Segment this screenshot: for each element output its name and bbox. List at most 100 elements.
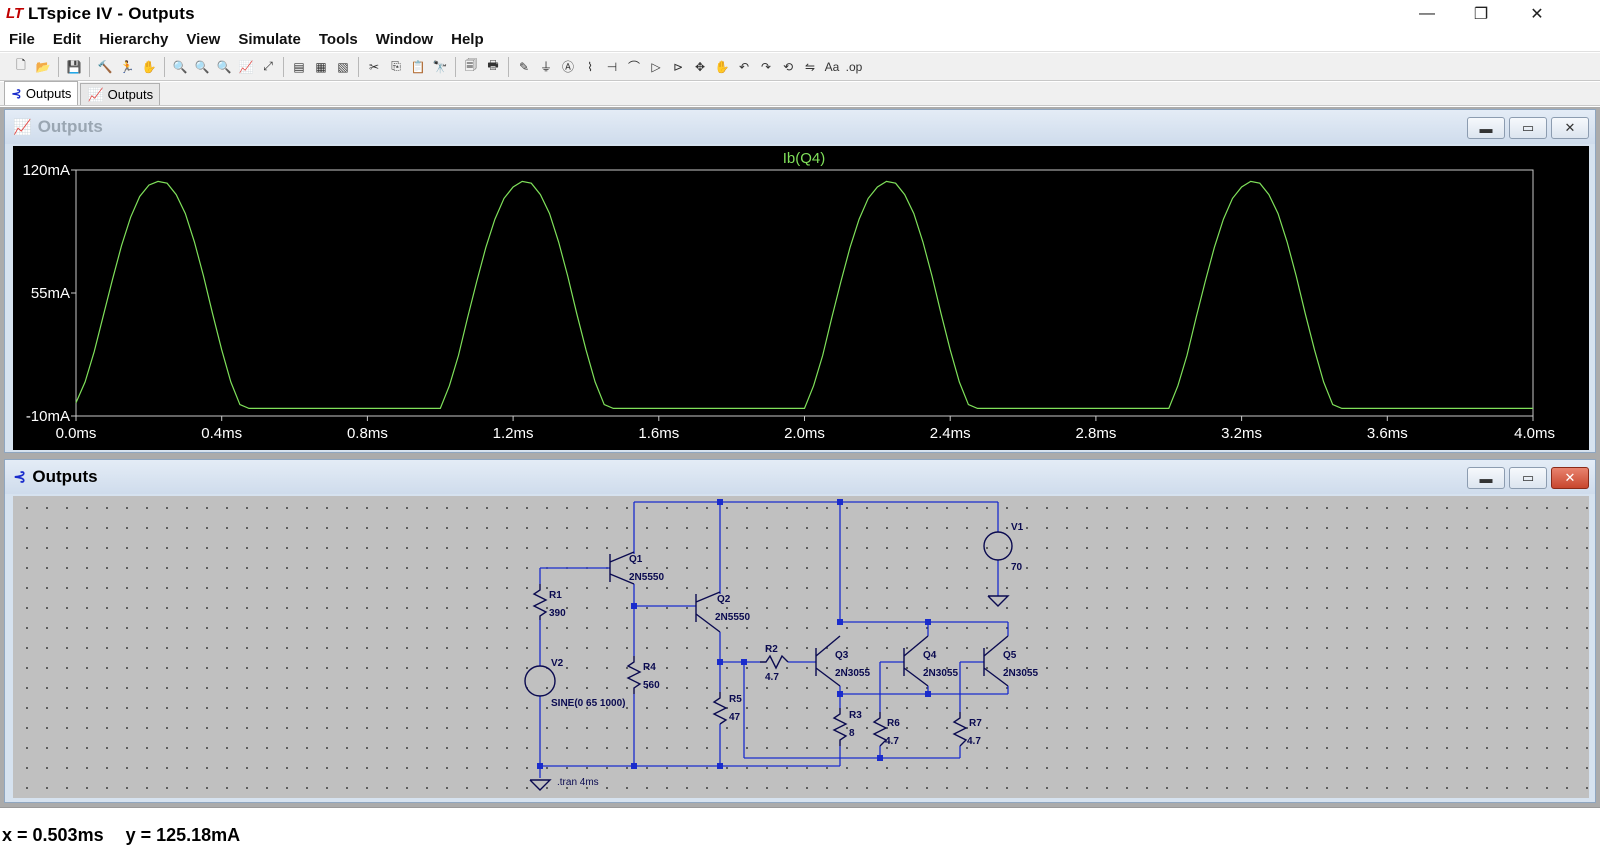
q2-symbol[interactable] — [695, 591, 721, 633]
menu-tools[interactable]: Tools — [318, 31, 358, 48]
zoom-out-icon[interactable]: 🔍 — [194, 59, 210, 74]
waveform-window-title: Outputs — [37, 117, 103, 136]
autorange-icon[interactable]: 📈 — [238, 59, 254, 74]
tab-label: Outputs — [25, 86, 72, 101]
component-labels: Q1 2N5550 Q2 2N5550 Q3 2N3055 Q4 2N3055 … — [549, 522, 1038, 788]
waveform-maximize-button[interactable]: ▭ — [1509, 117, 1547, 139]
zoom-in-icon[interactable]: 🔍 — [172, 59, 188, 74]
close-button[interactable]: ✕ — [1530, 6, 1544, 23]
drag-icon[interactable]: ✋ — [714, 59, 730, 74]
mirror-icon[interactable]: ⇋ — [804, 59, 816, 74]
tile-horizontal-icon[interactable]: ▤ — [293, 59, 305, 74]
menu-help[interactable]: Help — [451, 31, 484, 48]
plot-frame — [75, 169, 1534, 417]
toolbar-separator — [58, 56, 59, 77]
menu-simulate[interactable]: Simulate — [238, 31, 301, 48]
waveform-minimize-button[interactable]: ▬ — [1467, 117, 1505, 139]
v2-symbol[interactable] — [524, 665, 556, 697]
waveform-close-button[interactable]: ✕ — [1551, 117, 1589, 139]
toolbar-separator — [283, 56, 284, 77]
q4-symbol[interactable] — [903, 635, 929, 687]
menu-view[interactable]: View — [186, 31, 221, 48]
menu-window[interactable]: Window — [375, 31, 434, 48]
r5-symbol[interactable] — [712, 692, 728, 725]
x-tick-label: 0.0ms — [56, 425, 97, 442]
run-icon[interactable]: 🏃 — [119, 59, 135, 74]
text-icon[interactable]: Aa — [824, 59, 840, 74]
save-icon[interactable]: 💾 — [66, 59, 82, 74]
x-tick-label: 3.6ms — [1367, 425, 1408, 442]
wire-icon[interactable]: ✎ — [518, 59, 530, 74]
ground-icon[interactable]: ⏚ — [539, 60, 552, 74]
print-icon[interactable]: 🖶 — [487, 58, 499, 72]
zoom-cancel-icon[interactable]: 🔍 — [216, 59, 232, 74]
find-icon[interactable]: 🔭 — [432, 59, 448, 74]
menu-hierarchy[interactable]: Hierarchy — [99, 31, 169, 48]
cascade-icon[interactable]: ▦ — [315, 59, 327, 74]
schematic-window-titlebar[interactable]: ⊰ Outputs ▬ ▭ ✕ — [5, 460, 1595, 494]
waveform-icon: 📈 — [87, 86, 104, 102]
schematic-close-button[interactable]: ✕ — [1551, 467, 1589, 489]
rotate-icon[interactable]: ⟲ — [782, 59, 794, 74]
zoom-fit-icon[interactable]: ⤢ — [263, 59, 273, 73]
trace-label[interactable]: Ib(Q4) — [783, 150, 826, 167]
tab-schematic-outputs[interactable]: ⊰ Outputs — [4, 81, 79, 105]
schematic-canvas[interactable]: Q1 2N5550 Q2 2N5550 Q3 2N3055 Q4 2N3055 … — [13, 496, 1589, 798]
menu-file[interactable]: File — [9, 31, 35, 48]
schematic-maximize-button[interactable]: ▭ — [1509, 467, 1547, 489]
print-preview-icon[interactable]: 🗐 — [465, 58, 477, 72]
move-icon[interactable]: ✥ — [694, 59, 706, 74]
r2-symbol[interactable] — [760, 654, 789, 670]
q3-model: 2N3055 — [835, 668, 870, 679]
title-bar: LT LTspice IV - Outputs — ❐ ✕ — [0, 0, 1600, 28]
q3-symbol[interactable] — [815, 635, 841, 687]
label-icon[interactable]: Ⓐ — [561, 60, 574, 74]
undo-icon[interactable]: ↶ — [738, 59, 750, 74]
tab-waveform-outputs[interactable]: 📈 Outputs — [80, 83, 161, 105]
control-panel-icon[interactable]: 🔨 — [97, 59, 113, 74]
diode-icon[interactable]: ▷ — [651, 59, 661, 74]
r3-symbol[interactable] — [832, 708, 848, 746]
component-icon[interactable]: ⊳ — [672, 59, 684, 74]
r7-value: 4.7 — [967, 736, 981, 747]
restore-button[interactable]: ❐ — [1473, 6, 1489, 23]
q2-model: 2N5550 — [715, 612, 750, 623]
r7-symbol[interactable] — [952, 712, 968, 747]
cursor-y-readout: y = 125.18mA — [125, 825, 241, 845]
schematic-minimize-button[interactable]: ▬ — [1467, 467, 1505, 489]
r1-symbol[interactable] — [532, 584, 548, 620]
inductor-icon[interactable]: ⌒ — [627, 60, 640, 74]
copy-icon[interactable]: ⎘ — [391, 59, 401, 73]
r4-symbol[interactable] — [626, 656, 642, 694]
spice-directive[interactable]: .tran 4ms — [557, 777, 599, 788]
cut-icon[interactable]: ✂ — [368, 59, 380, 74]
q1-symbol[interactable] — [609, 551, 635, 585]
x-tick-label: 2.8ms — [1075, 425, 1116, 442]
trace-ib-q4 — [75, 180, 1533, 409]
schematic-svg: Q1 2N5550 Q2 2N5550 Q3 2N3055 Q4 2N3055 … — [524, 499, 1038, 791]
toolbar-separator — [164, 56, 165, 77]
spice-directive-icon[interactable]: .op — [845, 59, 863, 74]
menu-edit[interactable]: Edit — [52, 31, 82, 48]
minimize-button[interactable]: — — [1419, 5, 1435, 22]
paste-icon[interactable]: 📋 — [410, 59, 426, 74]
r6-symbol[interactable] — [872, 712, 888, 747]
halt-icon[interactable]: ✋ — [141, 59, 157, 74]
tile-icon[interactable]: ▧ — [337, 59, 349, 74]
toolbar-separator — [358, 56, 359, 77]
new-schematic-icon[interactable]: 🗋 — [16, 58, 26, 72]
x-tick-label: 0.8ms — [347, 425, 388, 442]
resistor-icon[interactable]: ⌇ — [587, 59, 593, 74]
redo-icon[interactable]: ↷ — [760, 59, 772, 74]
open-icon[interactable]: 📂 — [35, 59, 51, 74]
schematic-window-title: Outputs — [32, 467, 98, 486]
capacitor-icon[interactable]: ⊣ — [606, 59, 618, 74]
q5-symbol[interactable] — [983, 635, 1009, 687]
ground-icon — [529, 779, 552, 791]
waveform-window-titlebar[interactable]: 📈 Outputs ▬ ▭ ✕ — [5, 110, 1595, 144]
document-tabs: ⊰ Outputs 📈 Outputs — [0, 81, 1600, 106]
v1-symbol[interactable] — [983, 531, 1013, 561]
